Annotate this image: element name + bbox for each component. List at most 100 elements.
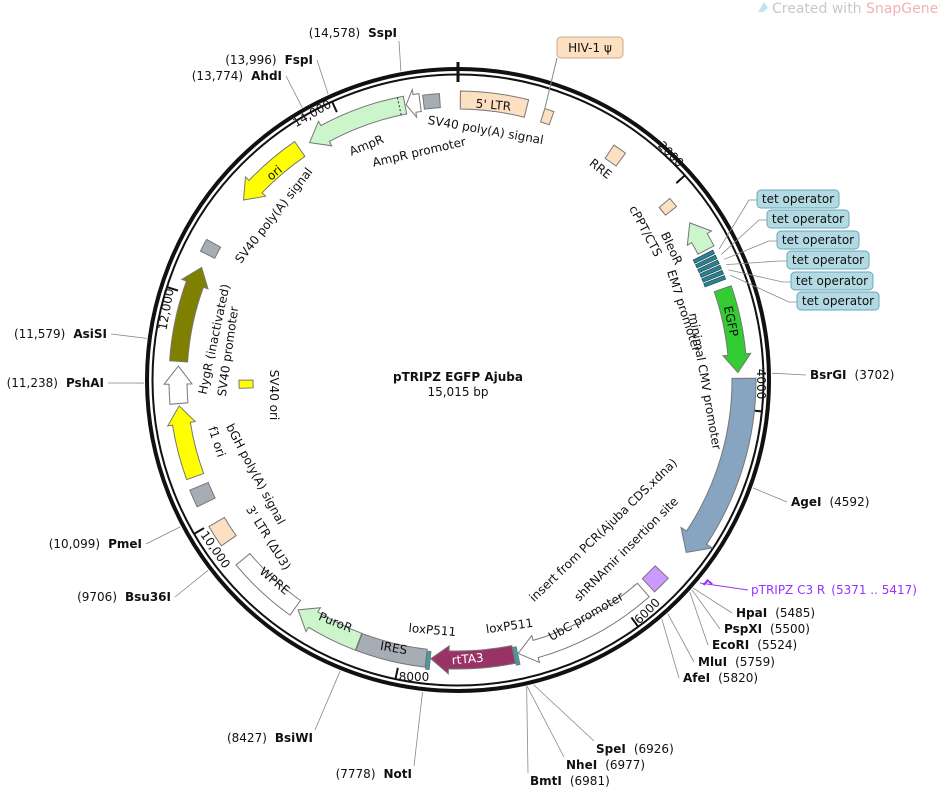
enzyme-label[interactable]: NheI(6977) <box>566 758 645 772</box>
tick-mark <box>630 616 639 627</box>
enzyme-label[interactable]: PspXI(5500) <box>724 622 810 636</box>
feature-egfp[interactable] <box>713 285 752 374</box>
enzyme-leader-line <box>691 589 721 630</box>
feature-bleor[interactable] <box>686 222 715 255</box>
feature-bgh-poly-a-signal[interactable] <box>189 481 216 508</box>
enzyme-site-spei[interactable]: SpeI(6926) <box>533 684 674 756</box>
feature-cppt-cts[interactable] <box>658 197 678 216</box>
tet-operator-site[interactable] <box>699 264 722 278</box>
enzyme-leader-line <box>316 59 329 95</box>
tet-operator-label-box[interactable] <box>766 209 850 229</box>
enzyme-label[interactable]: HpaI(5485) <box>736 606 815 620</box>
tet-operator-label-box[interactable] <box>796 291 880 311</box>
enzyme-leader-line <box>174 569 209 598</box>
feature-loxp511[interactable] <box>424 650 432 671</box>
tet-operator-site[interactable] <box>697 259 720 274</box>
enzyme-site-fspi[interactable]: (13,996)FspI <box>225 53 329 95</box>
enzyme-label[interactable]: BmtI(6981) <box>530 774 610 788</box>
enzyme-leader-line <box>145 526 181 545</box>
enzyme-label[interactable]: (13,774)AhdI <box>192 69 282 83</box>
feature-shrnamir-insertion-site[interactable] <box>641 565 670 593</box>
feature-rre[interactable] <box>604 144 627 167</box>
tick-mark <box>394 667 399 679</box>
feature-minimal-cmv-promoter[interactable] <box>680 377 757 553</box>
tet-operator-label-box[interactable] <box>756 189 840 209</box>
enzyme-site-sspi[interactable]: (14,578)SspI <box>309 26 402 72</box>
enzyme-label[interactable]: (11,238)PshAI <box>7 376 104 390</box>
enzyme-label[interactable]: (8427)BsiWI <box>227 731 313 745</box>
enzyme-label[interactable]: (13,996)FspI <box>225 53 313 67</box>
enzyme-site-mlui[interactable]: MluI(5759) <box>667 613 775 669</box>
hiv1-psi-callout[interactable]: HIV-1 ψ <box>544 36 624 109</box>
tet-operator-label: tet operator <box>802 294 874 308</box>
enzyme-label[interactable]: SpeI(6926) <box>596 742 674 756</box>
plasmid-name: pTRIPZ EGFP Ajuba <box>393 370 523 384</box>
feature-label: HIV-1 ψ <box>568 41 612 55</box>
enzyme-site-afei[interactable]: AfeI(5820) <box>661 618 758 685</box>
enzyme-site-bmti[interactable]: BmtI(6981) <box>526 686 610 788</box>
enzyme-label[interactable]: MluI(5759) <box>698 655 775 669</box>
tick-mark <box>675 174 686 184</box>
tick-mark <box>193 527 205 535</box>
feature-wpre[interactable] <box>235 552 302 616</box>
tet-operator-label-box[interactable] <box>790 271 874 291</box>
tet-operator-site[interactable] <box>692 249 716 264</box>
enzyme-leader-line <box>533 684 595 742</box>
feature-label: IRES <box>379 639 408 657</box>
tick-mark <box>331 101 338 113</box>
enzyme-site-nhei[interactable]: NheI(6977) <box>526 686 645 772</box>
enzyme-site-ecori[interactable]: EcoRI(5524) <box>689 591 797 652</box>
enzyme-label[interactable]: (14,578)SspI <box>309 26 397 40</box>
feature-sv40-poly-a-signal[interactable] <box>422 93 441 110</box>
enzyme-site-pshai[interactable]: (11,238)PshAI <box>7 376 145 390</box>
enzyme-site-ahdi[interactable]: (13,774)AhdI <box>192 69 303 108</box>
feature-ampr-promoter[interactable] <box>405 87 422 119</box>
feature-label: 5' LTR <box>475 96 512 113</box>
tet-operator-site[interactable] <box>703 275 727 288</box>
enzyme-label[interactable]: (10,099)PmeI <box>49 537 142 551</box>
tet-operator-site[interactable] <box>695 254 718 269</box>
enzyme-leader-line <box>526 686 529 774</box>
primer-pTRIPZ-C3-R[interactable]: pTRIPZ C3 R(5371 .. 5417) <box>699 578 917 597</box>
feature-sv40-ori[interactable] <box>238 379 254 389</box>
enzyme-site-pmei[interactable]: (10,099)PmeI <box>49 526 181 551</box>
enzyme-site-pspxi[interactable]: PspXI(5500) <box>691 589 810 636</box>
enzyme-site-hpai[interactable]: HpaI(5485) <box>692 587 815 620</box>
enzyme-leader-line <box>285 75 303 108</box>
enzyme-site-asisi[interactable]: (11,579)AsiSI <box>14 327 147 341</box>
feature-ampr[interactable] <box>308 95 408 147</box>
enzyme-site-bsrgi[interactable]: BsrGI(3702) <box>771 368 895 382</box>
tet-operator-label-box[interactable] <box>786 250 870 270</box>
enzyme-site-noti[interactable]: (7778)NotI <box>336 691 423 781</box>
tet-operator-site[interactable] <box>701 269 725 283</box>
enzyme-label[interactable]: AgeI(4592) <box>791 495 869 509</box>
enzyme-label[interactable]: AfeI(5820) <box>683 671 758 685</box>
tet-operator-leader <box>718 199 757 250</box>
feature-ubc-promoter[interactable] <box>517 582 650 664</box>
feature-ires[interactable] <box>355 632 428 668</box>
feature-sv40-promoter[interactable] <box>163 365 193 405</box>
feature-rtta3[interactable] <box>429 644 516 675</box>
feature-hiv-1[interactable] <box>539 107 555 126</box>
enzyme-site-agei[interactable]: AgeI(4592) <box>752 487 870 509</box>
feature-5-ltr[interactable] <box>459 90 530 118</box>
enzyme-label[interactable]: BsrGI(3702) <box>810 368 894 382</box>
enzyme-label[interactable]: EcoRI(5524) <box>712 638 797 652</box>
feature-3-ltr-u3[interactable] <box>208 516 237 547</box>
feature-label: loxP511 <box>408 621 457 639</box>
tet-operator-label-box[interactable] <box>776 230 860 250</box>
feature-hygr-inactivated[interactable] <box>169 266 209 363</box>
enzyme-site-bsu36i[interactable]: (9706)Bsu36I <box>77 569 209 604</box>
feature-loxp511[interactable] <box>512 646 521 666</box>
enzyme-label[interactable]: (9706)Bsu36I <box>77 590 171 604</box>
feature-puror[interactable] <box>297 607 363 651</box>
enzyme-site-bsiwi[interactable]: (8427)BsiWI <box>227 670 341 745</box>
enzyme-leader-line <box>689 591 709 646</box>
feature-f1-ori[interactable] <box>166 405 205 481</box>
feature-ori[interactable] <box>242 140 306 201</box>
feature-label: AmpR promoter <box>371 135 467 170</box>
enzyme-label[interactable]: (7778)NotI <box>336 767 412 781</box>
enzyme-label[interactable]: (11,579)AsiSI <box>14 327 107 341</box>
feature-sv40-poly-a-signal[interactable] <box>199 238 222 259</box>
